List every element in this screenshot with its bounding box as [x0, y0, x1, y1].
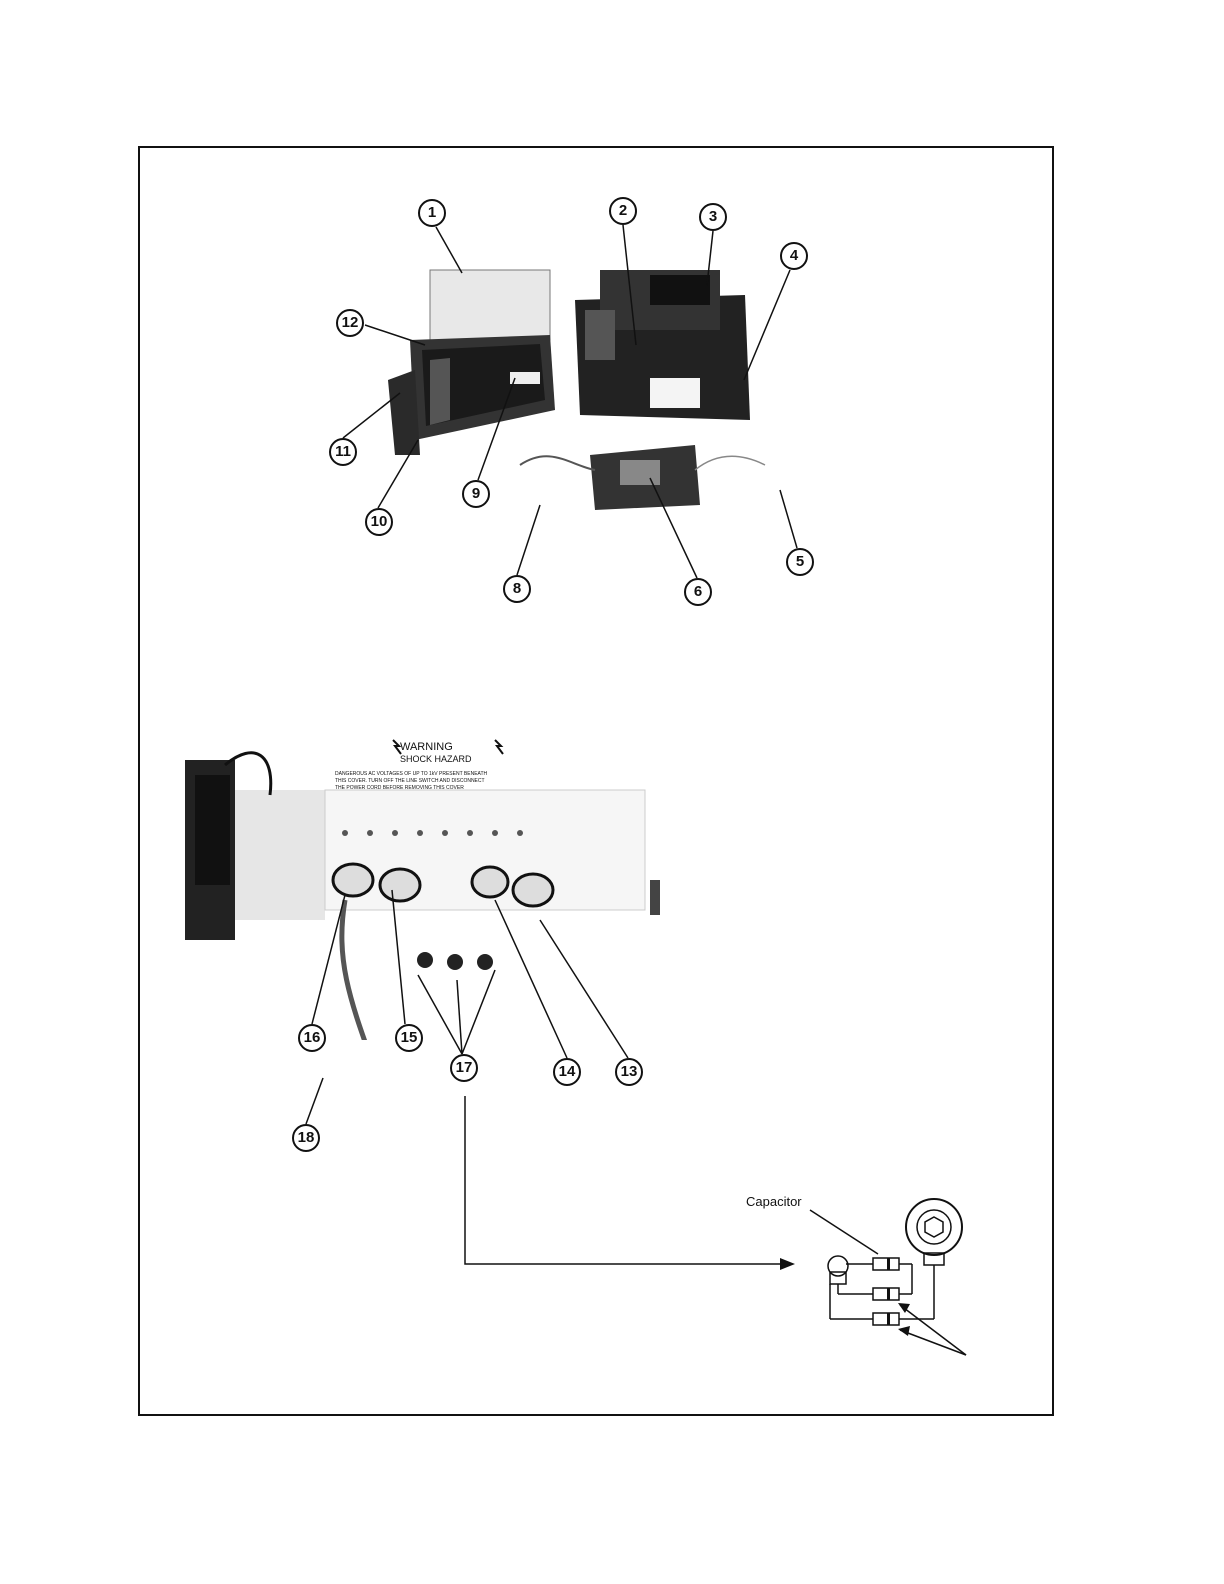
callout-16: 16 [298, 1024, 326, 1052]
callout-2: 2 [609, 197, 637, 225]
callout-4: 4 [780, 242, 808, 270]
callout-15: 15 [395, 1024, 423, 1052]
callout-12: 12 [336, 309, 364, 337]
callout-18: 18 [292, 1124, 320, 1152]
callout-9: 9 [462, 480, 490, 508]
callout-8: 8 [503, 575, 531, 603]
callout-13: 13 [615, 1058, 643, 1086]
callout-11: 11 [329, 438, 357, 466]
capacitor-detail [828, 1199, 962, 1325]
capacitor-label: Capacitor [746, 1194, 802, 1209]
callout-10: 10 [365, 508, 393, 536]
callout-17: 17 [450, 1054, 478, 1082]
callout-6: 6 [684, 578, 712, 606]
callout-3: 3 [699, 203, 727, 231]
callout-1: 1 [418, 199, 446, 227]
callout-14: 14 [553, 1058, 581, 1086]
callout-5: 5 [786, 548, 814, 576]
